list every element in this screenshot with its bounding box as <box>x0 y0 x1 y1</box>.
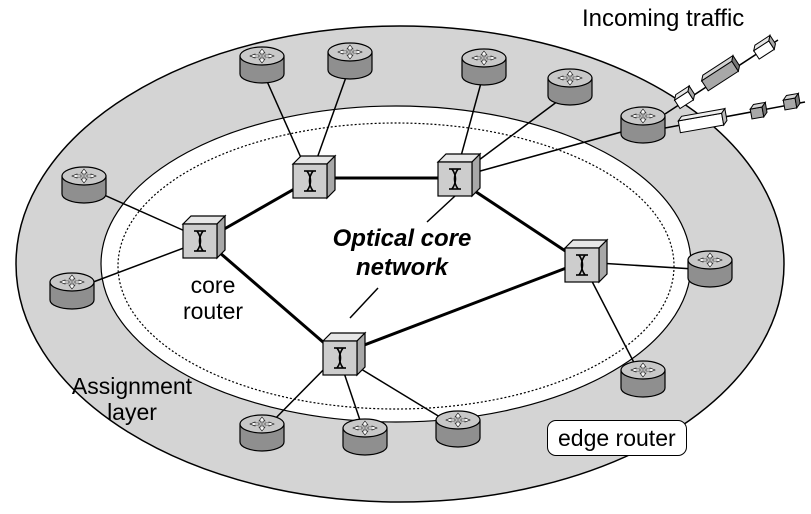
incoming-traffic-label: Incoming traffic <box>582 5 745 32</box>
core-link <box>337 260 583 357</box>
optical-core-network-line1: Optical core <box>332 225 472 252</box>
optical-crossconnect-icon <box>292 155 336 199</box>
pointer-line <box>426 195 456 223</box>
router-cylinder-icon <box>61 166 107 204</box>
core-link <box>204 238 339 357</box>
assignment-layer-line1: Assignment <box>71 373 193 399</box>
packet-box-icon <box>749 101 768 120</box>
router-cylinder-icon <box>435 410 481 448</box>
optical-core-network-label: Optical core network <box>322 224 482 282</box>
optical-core-boundary <box>117 122 675 410</box>
packets-lower <box>677 92 801 134</box>
router-cylinder-icon <box>239 414 285 452</box>
packet-box-icon <box>752 34 776 60</box>
core-router-line1: core <box>190 272 236 298</box>
optical-core-network-line2: network <box>355 254 448 281</box>
edge-router-label: edge router <box>547 420 687 456</box>
optical-crossconnect-icon <box>564 239 608 283</box>
router-cylinder-icon <box>687 250 733 288</box>
label-pointers <box>349 195 456 319</box>
router-cylinder-icon <box>620 360 666 398</box>
pointer-line <box>349 287 379 319</box>
core-router-line2: router <box>182 298 244 324</box>
optical-crossconnect-icon <box>437 153 481 197</box>
optical-crossconnect-icon <box>182 215 226 259</box>
packets-upper <box>673 34 776 110</box>
packet-box-icon <box>673 84 696 110</box>
core-router-label: core router <box>168 272 258 324</box>
router-cylinder-icon <box>49 272 95 310</box>
packet-box-icon <box>700 54 741 92</box>
assignment-layer-label: Assignment layer <box>52 373 212 425</box>
edge-link <box>454 125 644 179</box>
packet-box-icon <box>782 92 801 111</box>
router-cylinder-icon <box>327 42 373 80</box>
router-cylinder-icon <box>620 106 666 144</box>
router-cylinder-icon <box>547 68 593 106</box>
router-cylinder-icon <box>461 48 507 86</box>
packet-box-icon <box>677 107 728 134</box>
optical-crossconnect-icon <box>322 332 366 376</box>
assignment-layer-line2: layer <box>107 399 157 425</box>
router-cylinder-icon <box>342 418 388 456</box>
router-cylinder-icon <box>239 46 285 84</box>
